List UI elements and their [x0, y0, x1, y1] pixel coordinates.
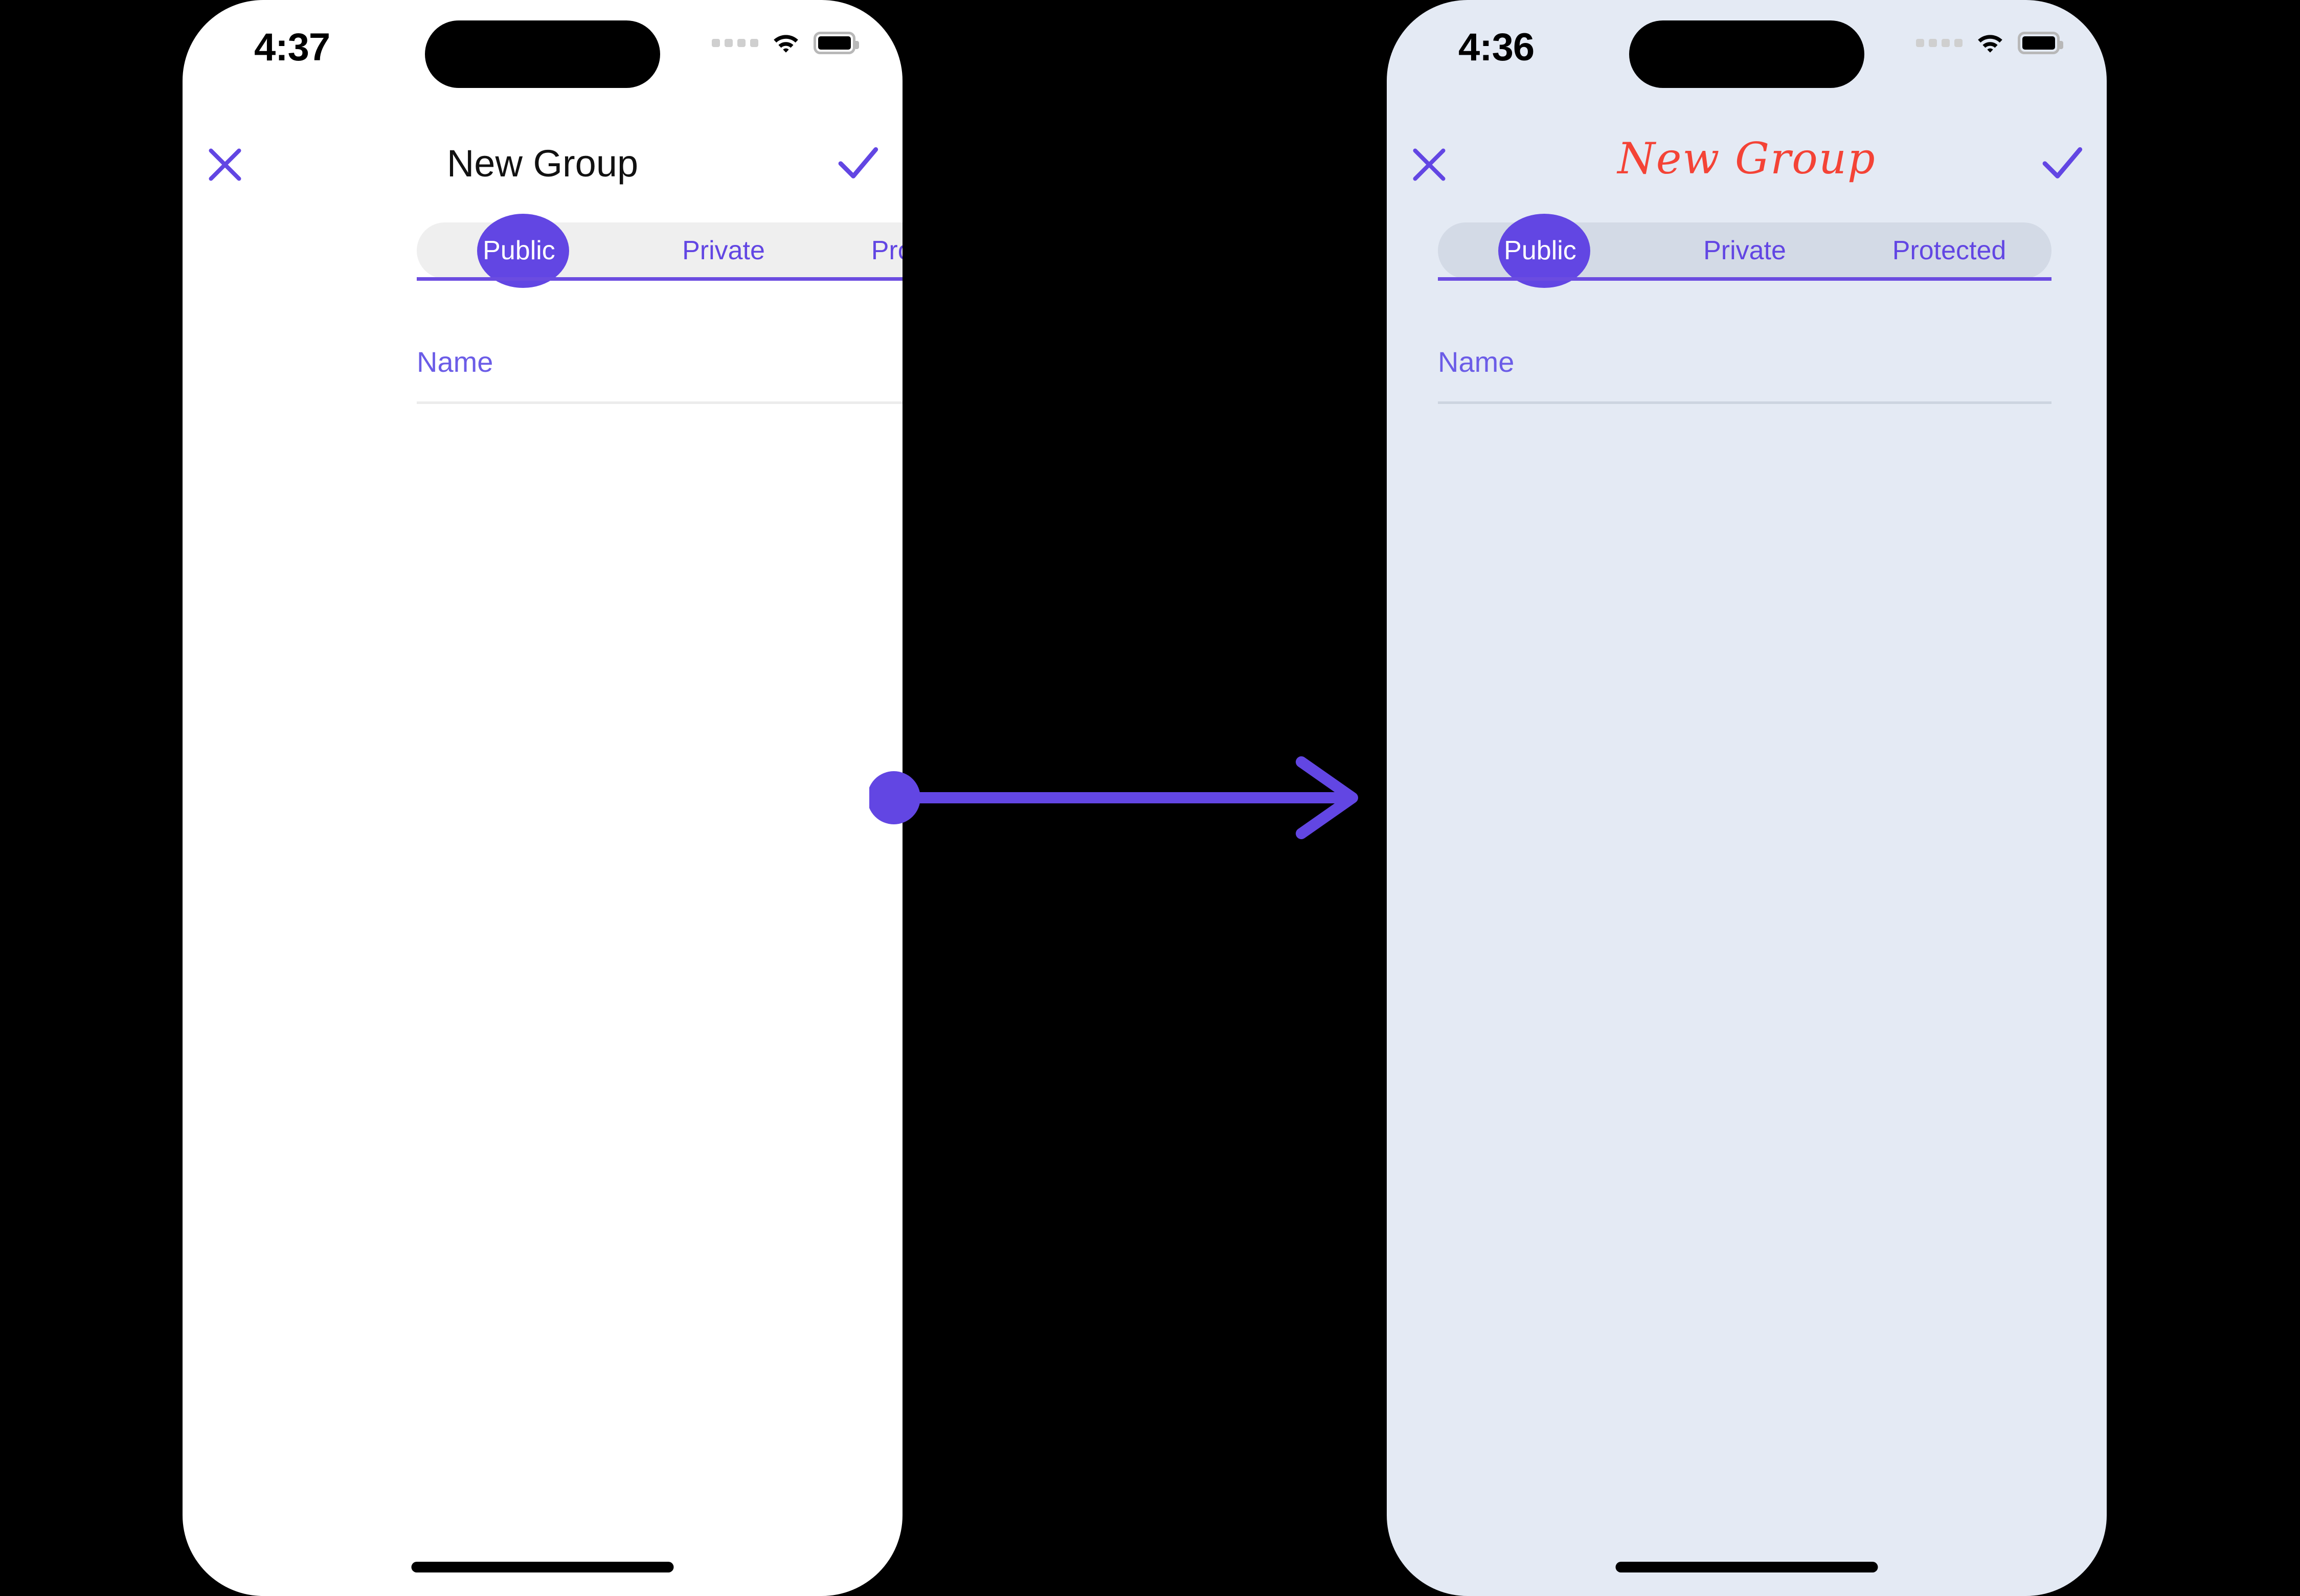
name-field-underline — [417, 401, 903, 404]
dynamic-island — [425, 20, 660, 88]
dynamic-island — [1629, 20, 1864, 88]
tab-public[interactable]: Public — [483, 236, 555, 265]
status-bar-indicators — [1916, 32, 2063, 54]
transition-arrow-icon — [869, 756, 1358, 839]
close-x-icon[interactable] — [199, 139, 251, 190]
nav-bar: New Group — [183, 134, 903, 200]
status-bar: 4:37 — [183, 0, 903, 89]
signal-dots-icon — [712, 39, 758, 47]
home-indicator — [411, 1562, 674, 1572]
tab-protected[interactable]: Protected — [1892, 236, 2006, 265]
status-bar: 4:36 — [1387, 0, 2107, 89]
page-title: New Group — [1617, 133, 1876, 184]
name-field-group[interactable]: Name — [1438, 346, 2051, 404]
name-field-group[interactable]: Name — [417, 346, 903, 404]
wifi-icon — [1978, 35, 2002, 53]
nav-bar: New Group — [1387, 133, 2107, 200]
battery-full-icon — [2018, 32, 2063, 54]
status-bar-indicators — [712, 32, 859, 54]
status-bar-clock: 4:36 — [1458, 26, 1535, 69]
status-bar-clock: 4:37 — [254, 26, 330, 69]
segmented-control-underline — [1438, 277, 2051, 281]
name-field-label: Name — [1438, 346, 1515, 378]
page-title: New Group — [446, 142, 639, 185]
tab-private[interactable]: Private — [682, 236, 765, 265]
phone-screen-before: 4:37 New Group Public Private Protected — [183, 0, 903, 1596]
name-field-underline — [1438, 401, 2051, 404]
segmented-control-selected-pill — [477, 214, 569, 288]
signal-dots-icon — [1916, 39, 1963, 47]
tab-public[interactable]: Public — [1504, 236, 1576, 265]
tab-protected[interactable]: Protected — [871, 236, 903, 265]
segmented-control-selected-pill — [1498, 214, 1590, 288]
close-x-icon[interactable] — [1404, 139, 1455, 190]
home-indicator — [1615, 1562, 1878, 1572]
checkmark-icon[interactable] — [2034, 134, 2090, 190]
wifi-icon — [774, 35, 798, 53]
checkmark-icon[interactable] — [829, 134, 886, 190]
battery-full-icon — [814, 32, 859, 54]
name-field-label: Name — [417, 346, 493, 378]
segmented-control-underline — [417, 277, 903, 281]
tab-private[interactable]: Private — [1703, 236, 1786, 265]
